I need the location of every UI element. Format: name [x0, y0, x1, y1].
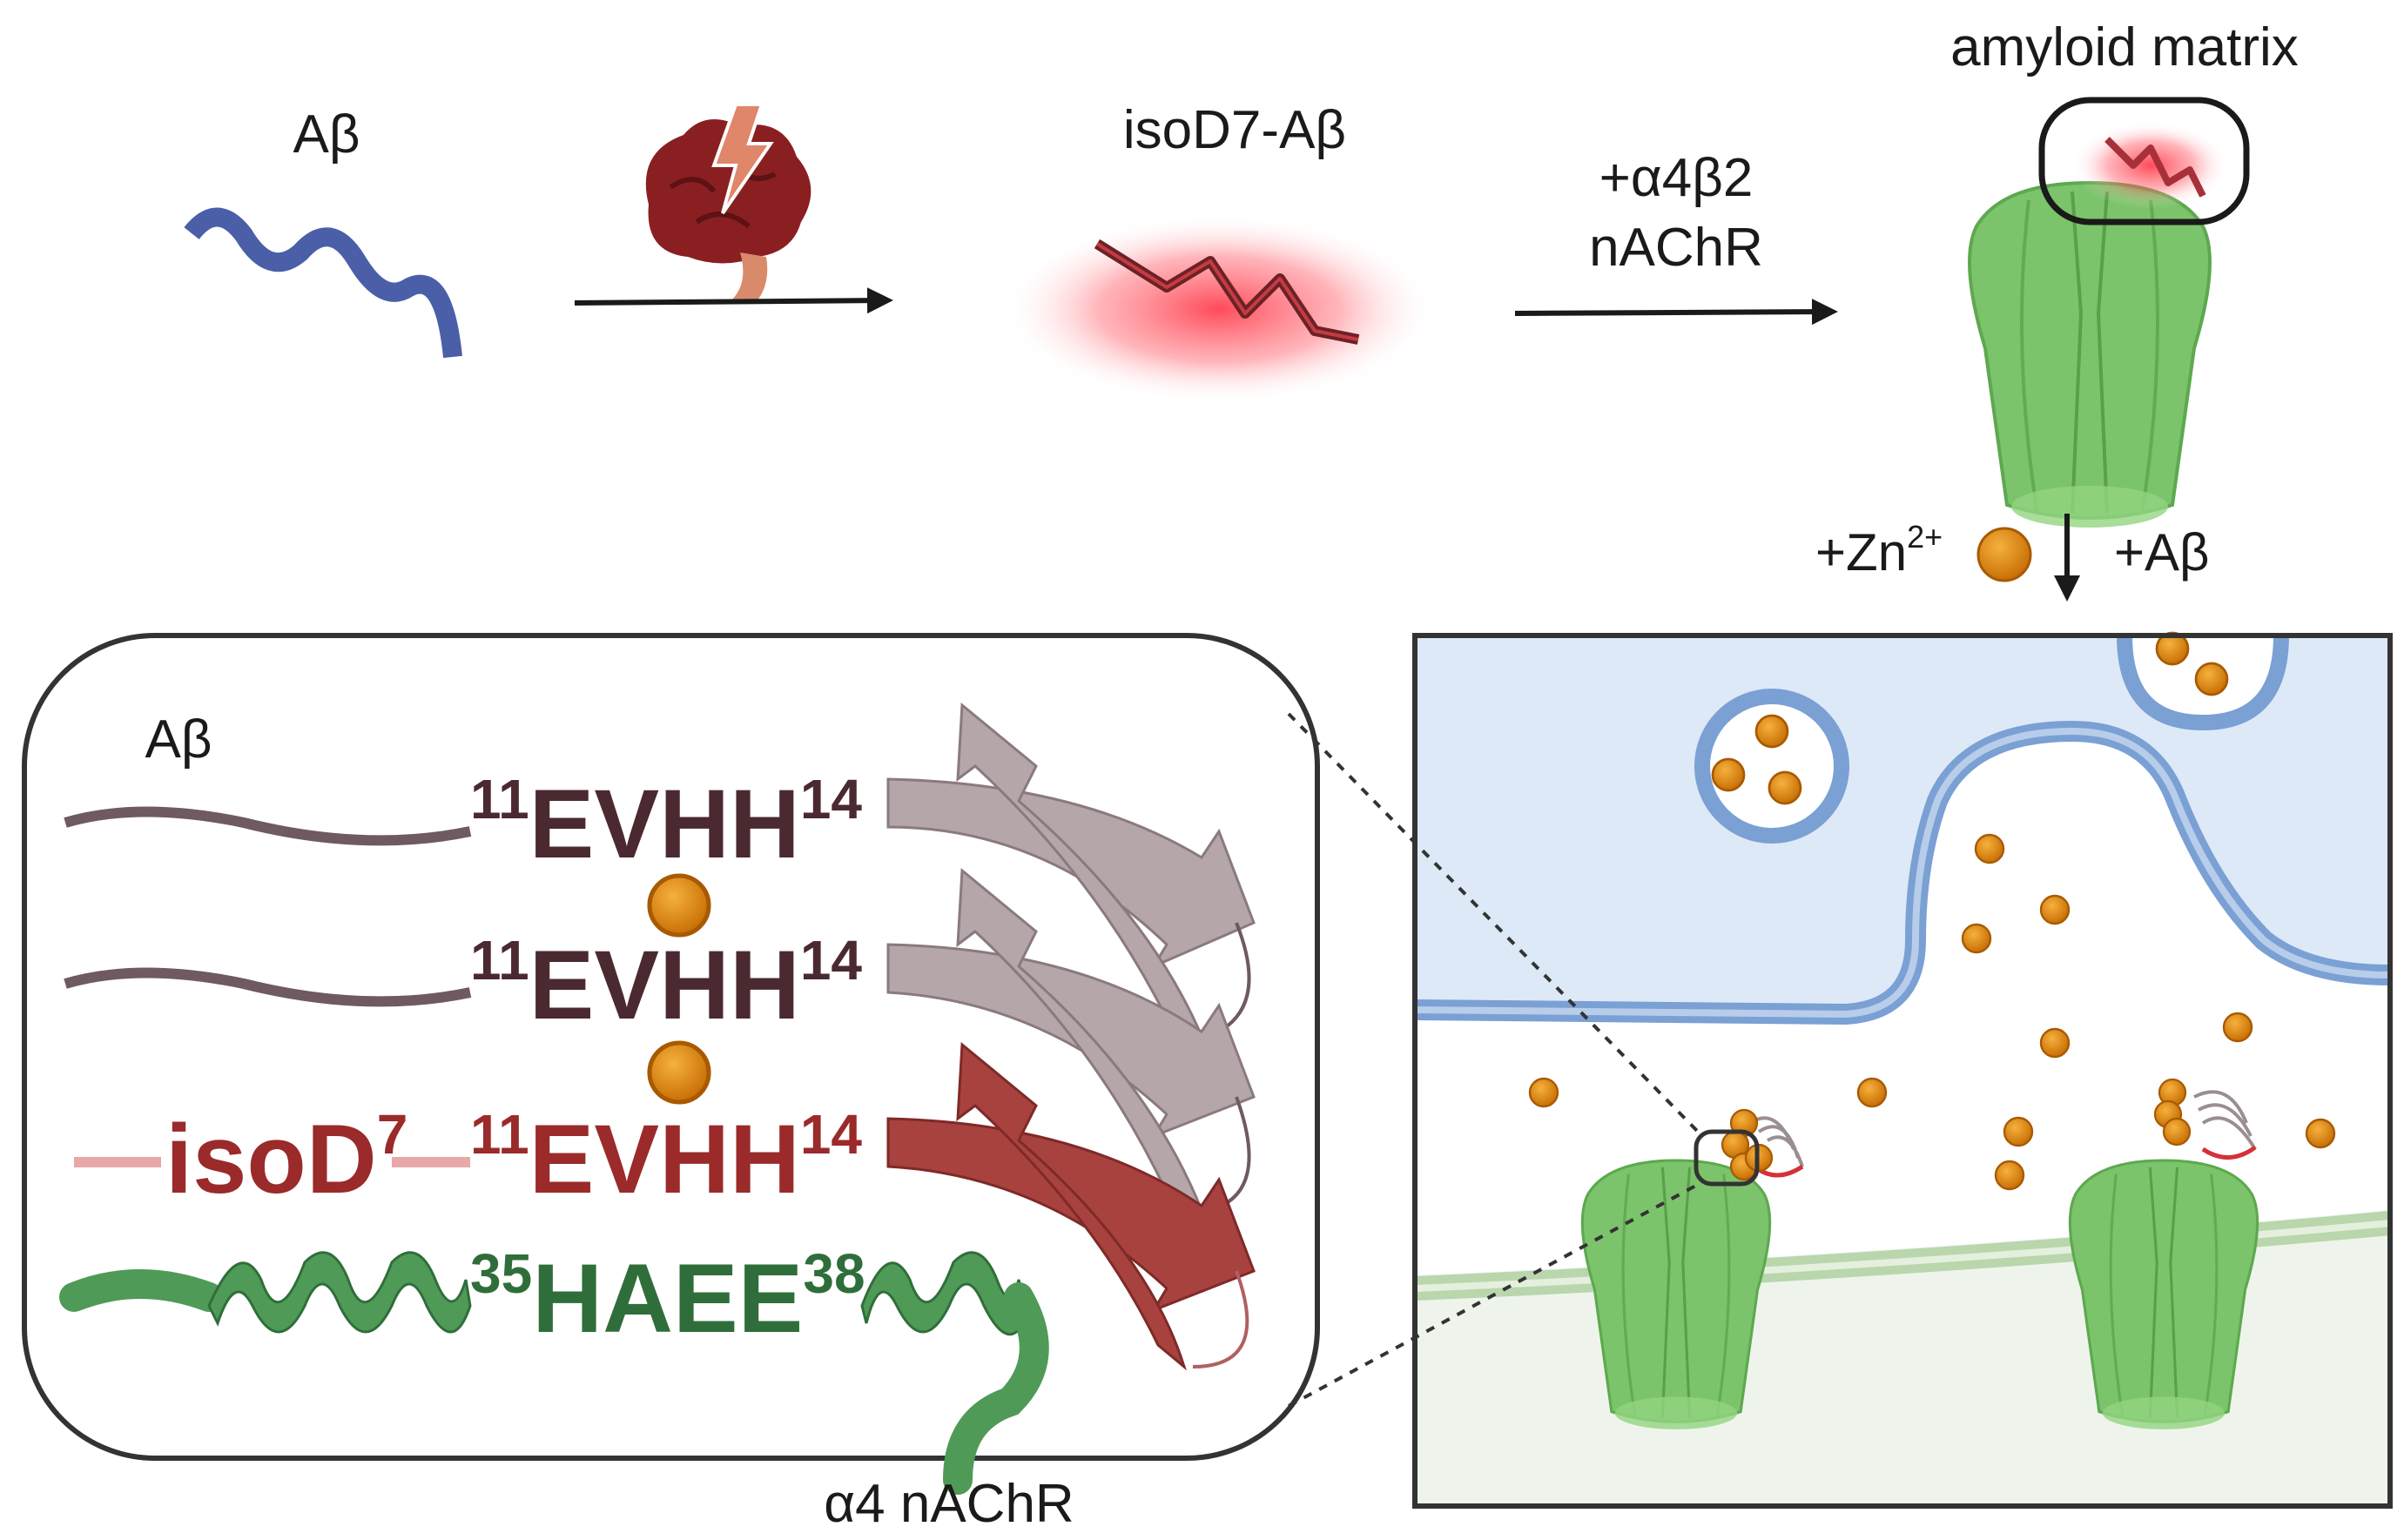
helix-tail-left: [59, 1269, 224, 1312]
abeta-add-label: +Aβ: [2114, 523, 2210, 582]
synapse-panel-border: [1412, 633, 2393, 1509]
isod7-label: isoD7-Aβ: [1123, 100, 1346, 160]
evhh-post-3: 14: [800, 1103, 863, 1166]
receptor-bound-matrix-right: [2153, 1078, 2257, 1160]
receptor-synapse-left: [1580, 1159, 1772, 1431]
zn-prefix: +Zn: [1815, 523, 1907, 582]
presynaptic-terminal: [1415, 636, 2390, 1014]
vesicle-1: [1694, 689, 1849, 844]
inset-abeta-label: Aβ: [145, 709, 212, 770]
brain-lightning-icon: [645, 103, 811, 300]
amyloid-highlight-box: [2038, 97, 2250, 225]
zn-superscript: 2+: [1907, 519, 1943, 555]
evhh-motif-1: EVHH: [529, 770, 800, 878]
receptor-top: [1968, 181, 2212, 529]
abeta-strand-2: [64, 967, 472, 1007]
haee-motif: HAEE: [532, 1244, 803, 1353]
beta-hairpin-1: [886, 702, 1256, 1039]
amyloid-glow: [2072, 122, 2229, 209]
isod-label: isoD7: [165, 1103, 407, 1214]
abeta-strand-1: [64, 806, 472, 846]
haee-post: 38: [803, 1242, 865, 1305]
beta-hairpin-isod: [886, 1041, 1256, 1371]
evhh-post-1: 14: [800, 768, 863, 831]
evhh-post-2: 14: [800, 929, 863, 992]
isod-text: isoD: [165, 1105, 377, 1214]
zn-label: +Zn2+: [1815, 519, 1943, 582]
zoom-box: [1694, 1129, 1760, 1187]
synapse-panel: [1412, 631, 2393, 1509]
zn-ion-1: [650, 876, 709, 935]
evhh-row-1: 11EVHH14: [470, 768, 862, 878]
abeta-label: Aβ: [293, 104, 360, 165]
receptor-synapse-right: [2068, 1159, 2259, 1431]
evhh-pre-1: 11: [470, 768, 529, 831]
evhh-pre-3: 11: [470, 1103, 529, 1166]
arrow-receptor-binding: [1514, 299, 1838, 326]
haee-pre: 35: [470, 1242, 532, 1305]
receptor-label-line1: +α4β2: [1599, 148, 1754, 208]
evhh-pre-2: 11: [470, 929, 529, 992]
beta-hairpin-2: [886, 867, 1256, 1214]
evhh-row-3: 11EVHH14: [470, 1103, 862, 1214]
zn-ion-legend: [1976, 527, 2032, 582]
isod-superscript: 7: [377, 1103, 408, 1166]
alpha-helix-left: [207, 1251, 472, 1334]
evhh-motif-2: EVHH: [529, 931, 800, 1039]
svg-text:11EVHH14: 11EVHH14: [470, 768, 862, 878]
svg-text:11EVHH14: 11EVHH14: [470, 1103, 862, 1214]
amyloid-matrix-label: amyloid matrix: [1950, 17, 2299, 77]
receptor-label-line2: nAChR: [1589, 218, 1763, 278]
zn-ion-2: [650, 1043, 709, 1102]
isod7-glow: [1001, 213, 1437, 405]
receptor-bound-matrix-left: [1721, 1108, 1804, 1181]
evhh-motif-3: EVHH: [529, 1105, 800, 1214]
helix-tail-right: [943, 1282, 1049, 1495]
svg-text:11EVHH14: 11EVHH14: [470, 929, 862, 1039]
evhh-row-2: 11EVHH14: [470, 929, 862, 1039]
amyloid-peptide: [2104, 137, 2206, 198]
arrow-isomerization: [574, 287, 893, 314]
zoom-line-top: [1287, 712, 1704, 1138]
haee-label: 35HAEE38: [470, 1242, 865, 1353]
a4-nachr-label: α4 nAChR: [824, 1474, 1074, 1534]
abeta-peptide: [184, 207, 462, 359]
